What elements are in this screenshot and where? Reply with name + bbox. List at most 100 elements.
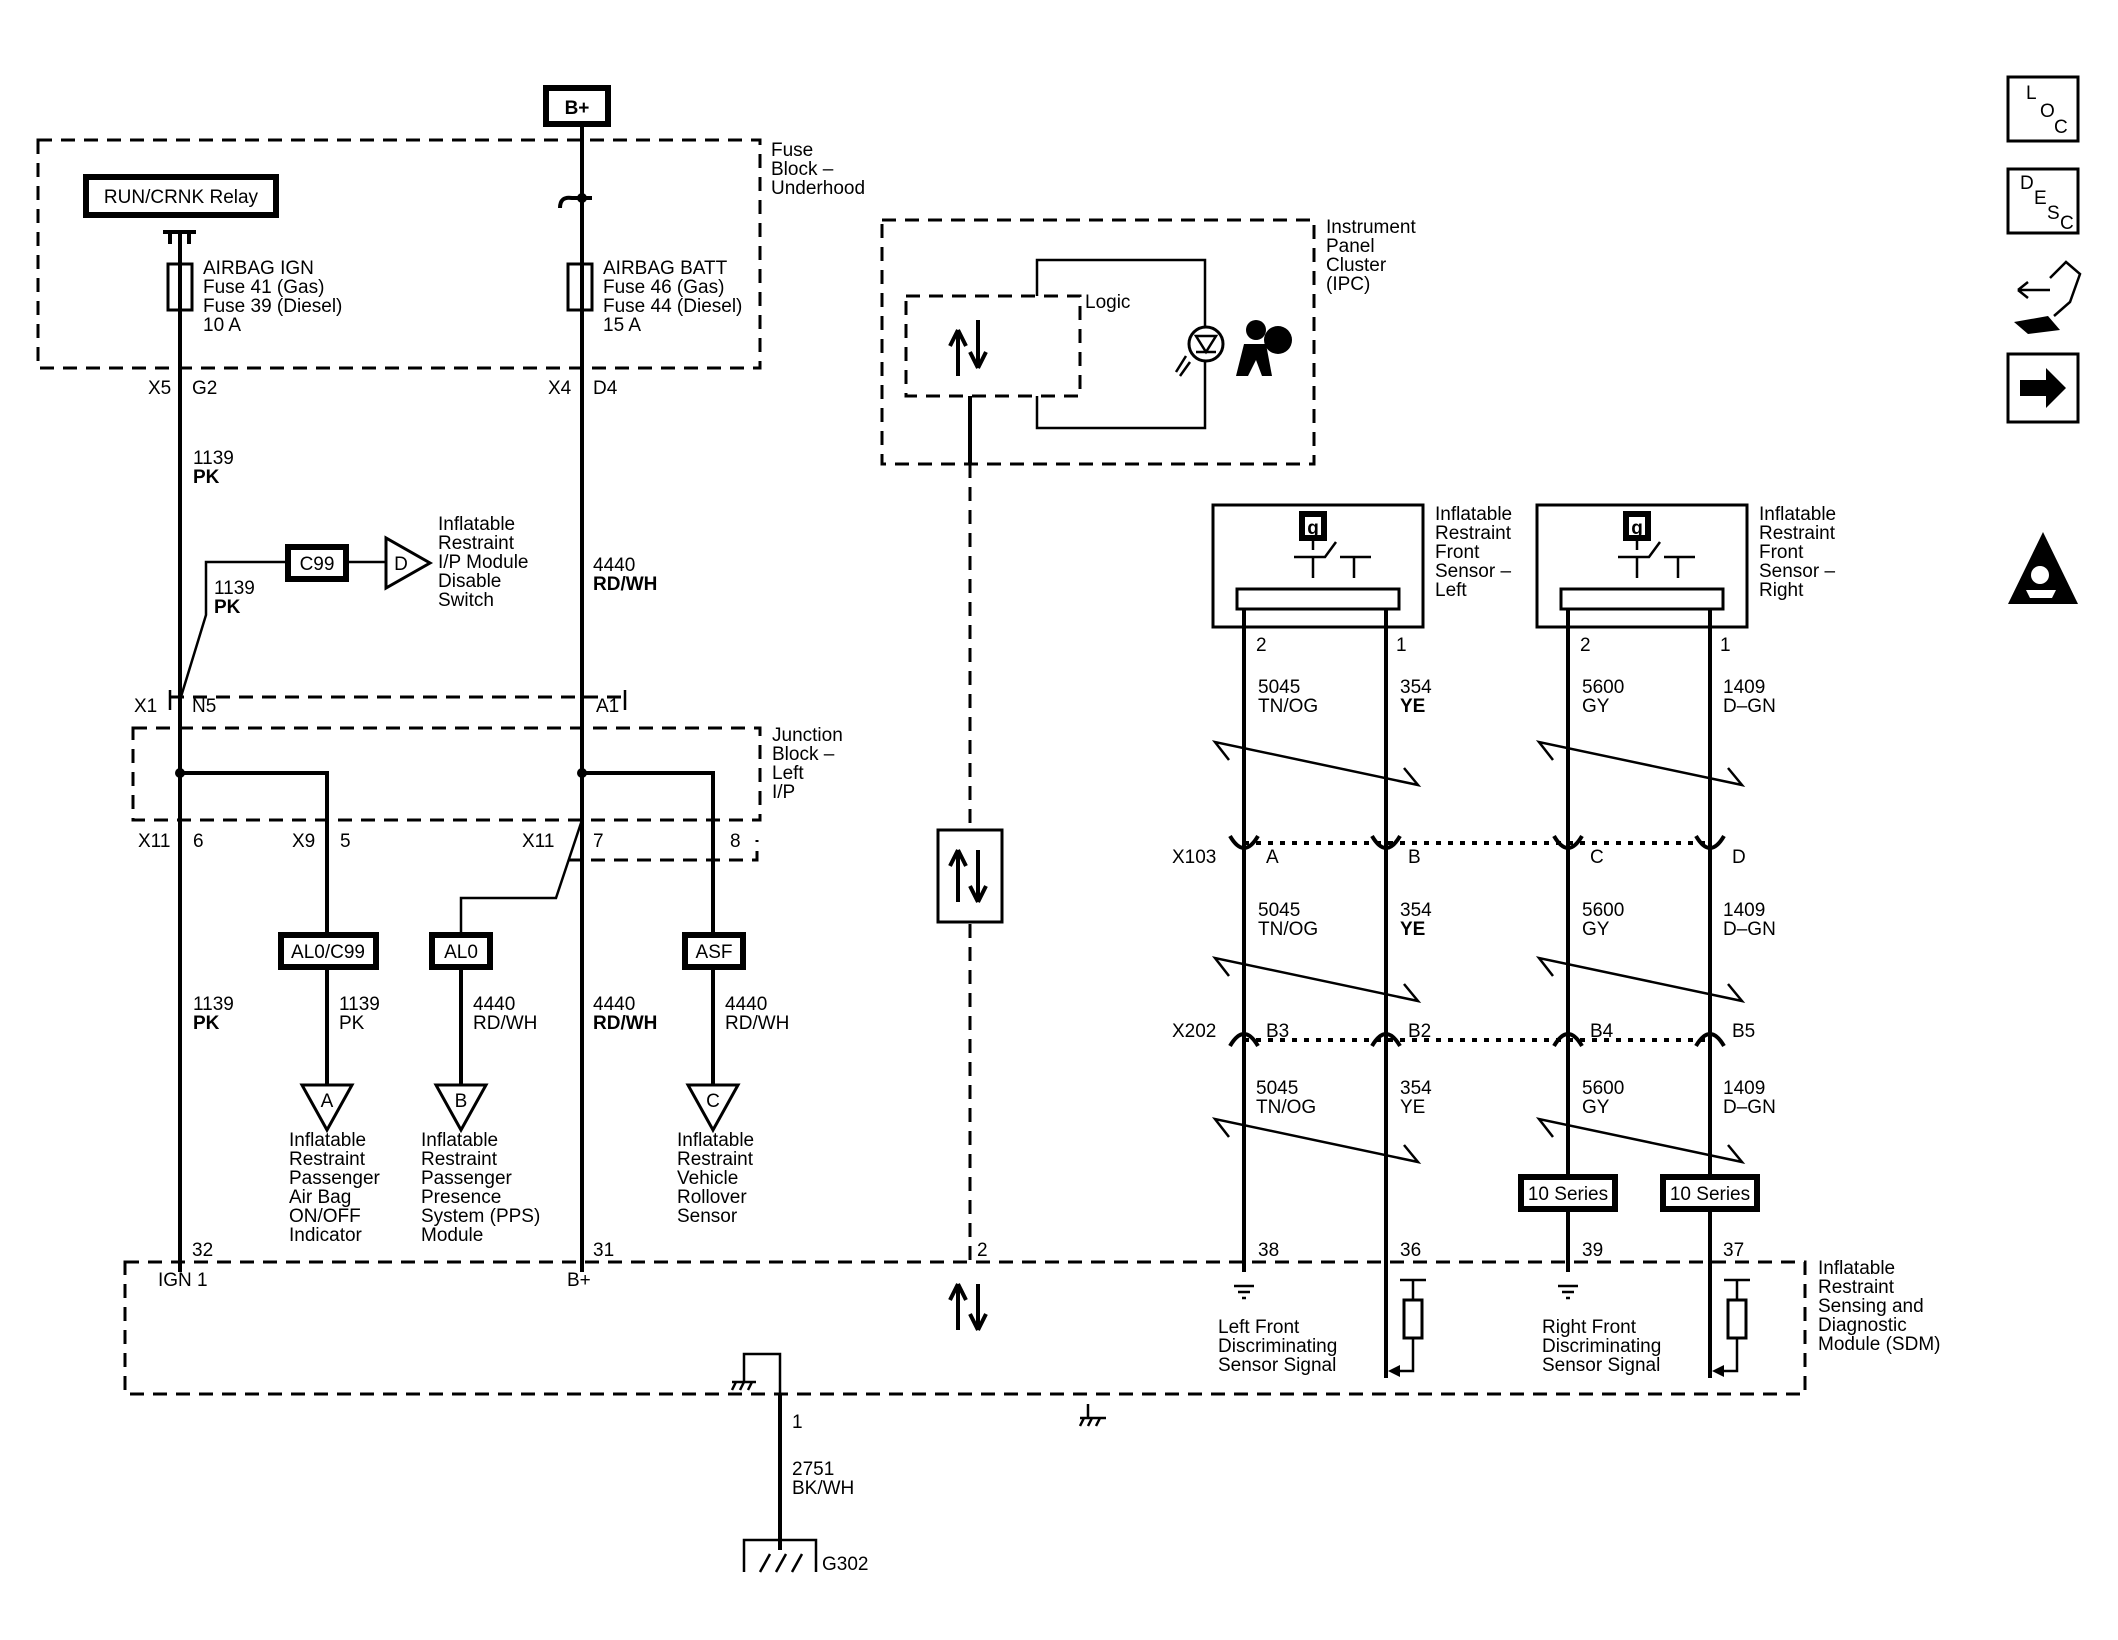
run-crnk-relay: RUN/CRNK Relay xyxy=(83,174,279,248)
conn-x11a: X11 xyxy=(138,831,170,852)
c99-label: C99 xyxy=(300,554,335,575)
ref-b: B Inflatable Restraint Passenger Presenc… xyxy=(421,1083,540,1246)
sensor-wire-labels-bottom: 5045 TN/OG 354 YE 5600 GY 1409 D–GN xyxy=(1256,1078,1776,1118)
svg-text:5045: 5045 xyxy=(1258,900,1300,921)
svg-text:31: 31 xyxy=(593,1240,614,1261)
fuse-batt-gas: Fuse 46 (Gas) xyxy=(603,277,724,298)
fuse-ign-gas: Fuse 41 (Gas) xyxy=(203,277,324,298)
svg-text:AL0: AL0 xyxy=(444,942,478,963)
svg-text:37: 37 xyxy=(1723,1240,1744,1261)
svg-text:Instrument: Instrument xyxy=(1326,217,1416,238)
wire-label: RD/WH xyxy=(593,1013,657,1034)
c99-desc-3: I/P Module xyxy=(438,552,528,573)
svg-text:Panel: Panel xyxy=(1326,236,1375,257)
svg-text:GY: GY xyxy=(1582,1097,1610,1118)
svg-text:S: S xyxy=(2047,203,2060,224)
svg-text:A: A xyxy=(321,1091,334,1112)
svg-text:1409: 1409 xyxy=(1723,677,1765,698)
sensor-wire-labels-mid: 5045 TN/OG 354 YE 5600 GY 1409 D–GN xyxy=(1258,900,1776,940)
ground-g302: 1 2751 BK/WH G302 xyxy=(742,1394,868,1575)
svg-text:Inflatable: Inflatable xyxy=(421,1130,498,1151)
branch-wires xyxy=(325,967,715,1085)
svg-text:5600: 5600 xyxy=(1582,900,1624,921)
wire-label: RD/WH xyxy=(725,1013,789,1034)
svg-text:39: 39 xyxy=(1582,1240,1603,1261)
svg-text:354: 354 xyxy=(1400,900,1432,921)
svg-text:AL0/C99: AL0/C99 xyxy=(291,942,365,963)
conn-x9: X9 xyxy=(292,831,315,852)
svg-text:C: C xyxy=(2060,213,2074,234)
svg-text:Sensor –: Sensor – xyxy=(1435,561,1511,582)
svg-text:D: D xyxy=(1732,847,1746,868)
location-view-button[interactable]: L O C xyxy=(2006,75,2080,143)
svg-text:B4: B4 xyxy=(1590,1021,1614,1042)
svg-text:2: 2 xyxy=(1580,635,1591,656)
jb-title-2: Block – xyxy=(772,744,835,765)
svg-text:g: g xyxy=(1307,518,1319,539)
conn-x11b: X11 xyxy=(522,831,554,852)
diagnostic-repair-icon[interactable] xyxy=(2014,260,2082,334)
svg-text:5045: 5045 xyxy=(1258,677,1300,698)
svg-text:Inflatable: Inflatable xyxy=(1435,504,1512,525)
next-page-arrow-button[interactable] xyxy=(2006,352,2080,424)
svg-text:Right: Right xyxy=(1759,580,1804,601)
fuse-ign-name: AIRBAG IGN xyxy=(203,258,314,279)
twisted-pair-symbol xyxy=(1211,956,1746,1003)
front-sensor-right: g Inflatable Restraint Front Sensor – Ri… xyxy=(1535,503,1836,629)
svg-text:Left Front: Left Front xyxy=(1218,1317,1300,1338)
option-al0: AL0 xyxy=(429,932,493,970)
instrument-panel-cluster: Instrument Panel Cluster (IPC) Logic xyxy=(880,217,1416,466)
svg-text:BK/WH: BK/WH xyxy=(792,1478,854,1499)
svg-text:Sensor Signal: Sensor Signal xyxy=(1218,1355,1336,1376)
connector-x202: X202 B3 B2 B4 B5 xyxy=(1172,1021,1755,1048)
svg-text:Front: Front xyxy=(1759,542,1804,563)
svg-text:Discriminating: Discriminating xyxy=(1542,1336,1661,1357)
svg-text:Vehicle: Vehicle xyxy=(677,1168,738,1189)
wire-label: PK xyxy=(193,467,220,488)
svg-text:(IPC): (IPC) xyxy=(1326,274,1370,295)
svg-text:1409: 1409 xyxy=(1723,1078,1765,1099)
svg-text:354: 354 xyxy=(1400,1078,1432,1099)
description-view-button[interactable]: D E S C xyxy=(2006,167,2080,235)
wire-label: 1139 xyxy=(193,448,234,469)
svg-text:Right Front: Right Front xyxy=(1542,1317,1637,1338)
svg-text:C: C xyxy=(706,1091,720,1112)
svg-text:O: O xyxy=(2040,101,2055,122)
fuse-ign-diesel: Fuse 39 (Diesel) xyxy=(203,296,342,317)
fuse-block-underhood: Fuse Block – Underhood xyxy=(36,138,865,370)
svg-text:g: g xyxy=(1631,518,1643,539)
svg-text:5045: 5045 xyxy=(1256,1078,1298,1099)
svg-text:B: B xyxy=(455,1091,468,1112)
svg-text:Indicator: Indicator xyxy=(289,1225,363,1246)
fuse-ign-rating: 10 A xyxy=(203,315,241,336)
svg-text:YE: YE xyxy=(1400,919,1425,940)
svg-text:Presence: Presence xyxy=(421,1187,501,1208)
svg-text:Inflatable: Inflatable xyxy=(677,1130,754,1151)
conn-x1: X1 xyxy=(134,696,157,717)
svg-text:Inflatable: Inflatable xyxy=(1759,504,1836,525)
svg-text:1409: 1409 xyxy=(1723,900,1765,921)
svg-text:Restraint: Restraint xyxy=(1435,523,1512,544)
svg-text:D–GN: D–GN xyxy=(1723,1097,1776,1118)
airbag-warning-icon xyxy=(1236,320,1292,376)
wire-label: 4440 xyxy=(725,994,767,1015)
jb-title-4: I/P xyxy=(772,782,795,803)
wire-label: PK xyxy=(193,1013,220,1034)
wire-label: 1139 xyxy=(214,578,255,599)
sdm-module: Inflatable Restraint Sensing and Diagnos… xyxy=(123,1258,1940,1427)
svg-text:TN/OG: TN/OG xyxy=(1256,1097,1316,1118)
twisted-pair-symbol xyxy=(1211,740,1746,787)
sensor-wires xyxy=(1242,609,1712,1378)
svg-text:YE: YE xyxy=(1400,696,1425,717)
wire-label: 4440 xyxy=(593,994,635,1015)
fuse-airbag-batt: AIRBAG BATT Fuse 46 (Gas) Fuse 44 (Diese… xyxy=(566,258,742,336)
svg-text:YE: YE xyxy=(1400,1097,1425,1118)
c99-desc-4: Disable xyxy=(438,571,501,592)
conn-x5: X5 xyxy=(148,378,171,399)
wire-label: 4440 xyxy=(473,994,515,1015)
svg-text:Passenger: Passenger xyxy=(421,1168,513,1189)
wire-label: 4440 xyxy=(593,555,635,576)
wire-label: 1139 xyxy=(193,994,234,1015)
svg-text:E: E xyxy=(2034,188,2047,209)
